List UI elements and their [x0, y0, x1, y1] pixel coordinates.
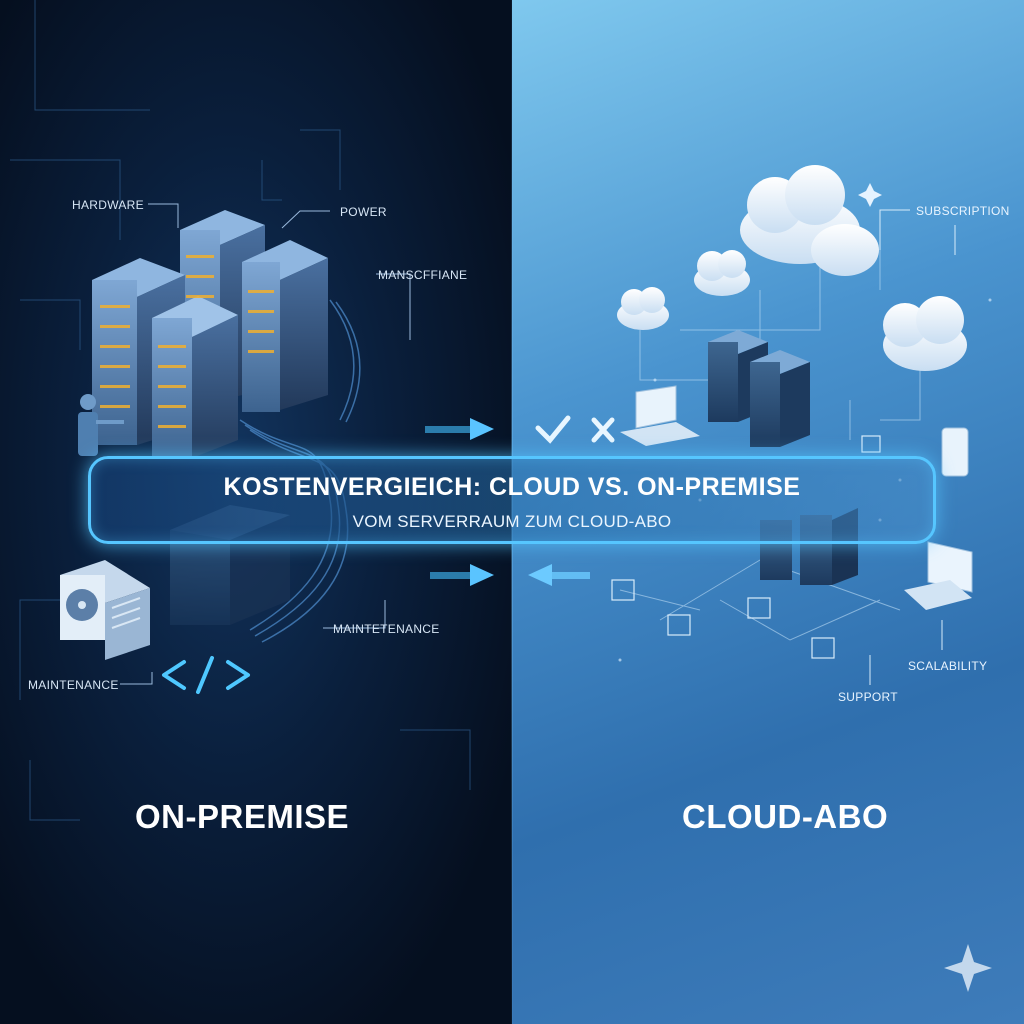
circuit-lines-left	[10, 0, 471, 821]
arrow-left-icon	[528, 564, 590, 586]
title-banner: KOSTENVERGIEICH: CLOUD VS. ON-PREMISE VO…	[88, 456, 936, 544]
banner-title: KOSTENVERGIEICH: CLOUD VS. ON-PREMISE	[223, 473, 801, 501]
server-rack-icon	[242, 240, 328, 412]
check-icon	[535, 415, 571, 444]
rack-indicator-lights	[100, 255, 274, 428]
code-icon	[162, 656, 250, 694]
cloud-icon	[617, 287, 669, 330]
on-premise-title: ON-PREMISE	[135, 798, 350, 835]
technician-icon	[78, 394, 124, 456]
server-rack-icon	[750, 350, 810, 447]
label-power: POWER	[340, 205, 387, 219]
label-leaders-left	[120, 203, 411, 685]
label-maintenance-center: MAINTETENANCE	[333, 622, 440, 636]
cube-icon	[611, 435, 881, 659]
sparkle-icon	[858, 183, 882, 207]
label-leaders-right	[869, 209, 956, 685]
server-rack-icon	[152, 296, 238, 458]
arrow-right-icon	[425, 418, 494, 440]
label-support: SUPPORT	[838, 690, 898, 704]
tablet-icon	[941, 427, 969, 477]
label-hardware: HARDWARE	[72, 198, 144, 212]
label-scalability: SCALABILITY	[908, 659, 988, 673]
label-subscription: SUBSCRIPTION	[916, 204, 1010, 218]
cross-icon	[591, 417, 615, 443]
laptop-icon	[904, 541, 973, 610]
arrow-right-icon	[430, 564, 494, 586]
sparkle-icon	[944, 944, 992, 992]
banner-subtitle: VOM SERVERRAUM ZUM CLOUD-ABO	[352, 512, 672, 531]
laptop-icon	[620, 385, 700, 446]
cloud-icon	[883, 296, 967, 371]
cloud-abo-title: CLOUD-ABO	[682, 798, 889, 835]
cloud-icon	[740, 165, 879, 276]
cloud-icon	[694, 250, 750, 296]
ac-unit-icon	[60, 560, 150, 660]
label-maintenance-left: MAINTENANCE	[28, 678, 119, 692]
label-manscffiane: MANSCFFIANE	[378, 268, 468, 282]
